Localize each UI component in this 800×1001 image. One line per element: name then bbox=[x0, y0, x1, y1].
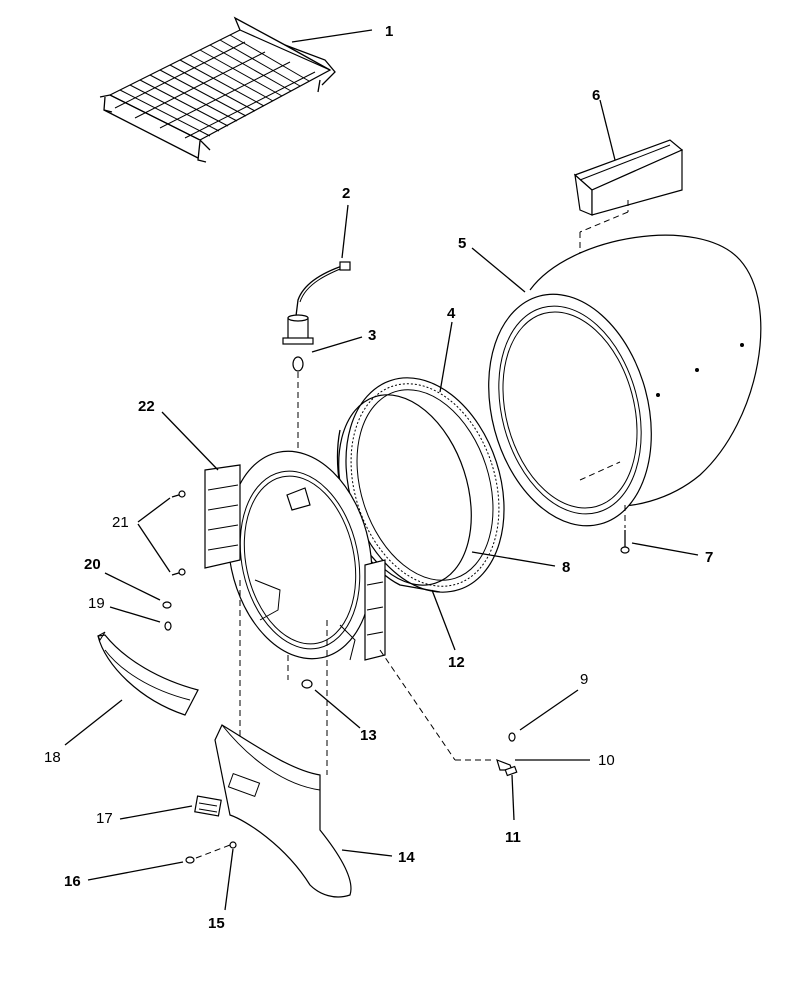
callout-13: 13 bbox=[360, 727, 377, 744]
callout-16: 16 bbox=[64, 873, 81, 890]
callout-11: 11 bbox=[505, 829, 521, 846]
latch-pin-9 bbox=[508, 732, 516, 742]
callout-15: 15 bbox=[208, 915, 225, 932]
label-plate bbox=[194, 795, 222, 817]
lint-duct bbox=[214, 724, 352, 898]
callout-17: 17 bbox=[96, 810, 113, 827]
latch-11 bbox=[504, 765, 518, 777]
drum-screw bbox=[620, 530, 630, 554]
callout-18: 18 bbox=[44, 749, 61, 766]
callout-5: 5 bbox=[458, 235, 466, 252]
callout-12: 12 bbox=[448, 654, 465, 671]
callout-7: 7 bbox=[705, 549, 713, 566]
callout-4: 4 bbox=[447, 305, 456, 322]
callout-22: 22 bbox=[138, 398, 155, 415]
drum bbox=[488, 234, 762, 527]
callout-1: 1 bbox=[385, 23, 393, 40]
front-bulkhead bbox=[204, 450, 386, 661]
plug-16 bbox=[185, 856, 195, 864]
screw-19 bbox=[164, 621, 172, 631]
trim-panel bbox=[97, 631, 199, 716]
callout-21: 21 bbox=[112, 514, 129, 531]
callout-3: 3 bbox=[368, 327, 376, 344]
callout-14: 14 bbox=[398, 849, 415, 866]
callout-20: 20 bbox=[84, 556, 101, 573]
callout-6: 6 bbox=[592, 87, 600, 104]
callout-10: 10 bbox=[598, 752, 615, 769]
door-switch-wire bbox=[295, 261, 351, 317]
callout-9: 9 bbox=[580, 671, 588, 688]
drying-rack bbox=[99, 16, 336, 163]
lint-cover bbox=[573, 139, 684, 216]
callout-8: 8 bbox=[562, 559, 570, 576]
lamp-socket bbox=[282, 314, 314, 372]
callout-19: 19 bbox=[88, 595, 105, 612]
callout-2: 2 bbox=[342, 185, 350, 202]
bulkhead-screws bbox=[171, 490, 186, 576]
screw-15 bbox=[229, 841, 237, 849]
clip-13 bbox=[301, 679, 313, 689]
nut-20 bbox=[162, 601, 172, 609]
